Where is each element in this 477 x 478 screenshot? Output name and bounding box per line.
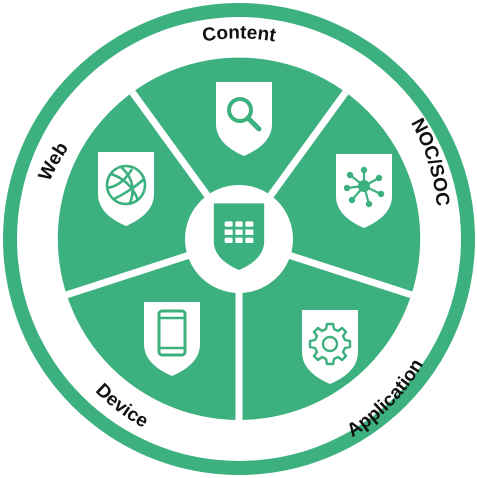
gear-icon [302,310,358,384]
magnifier-icon [216,82,272,156]
label-content: Content [201,22,278,46]
network-hub-icon [336,154,392,228]
globe-icon [98,152,154,226]
mobile-device-icon [144,302,200,376]
fortinet-logo-icon [213,203,265,270]
